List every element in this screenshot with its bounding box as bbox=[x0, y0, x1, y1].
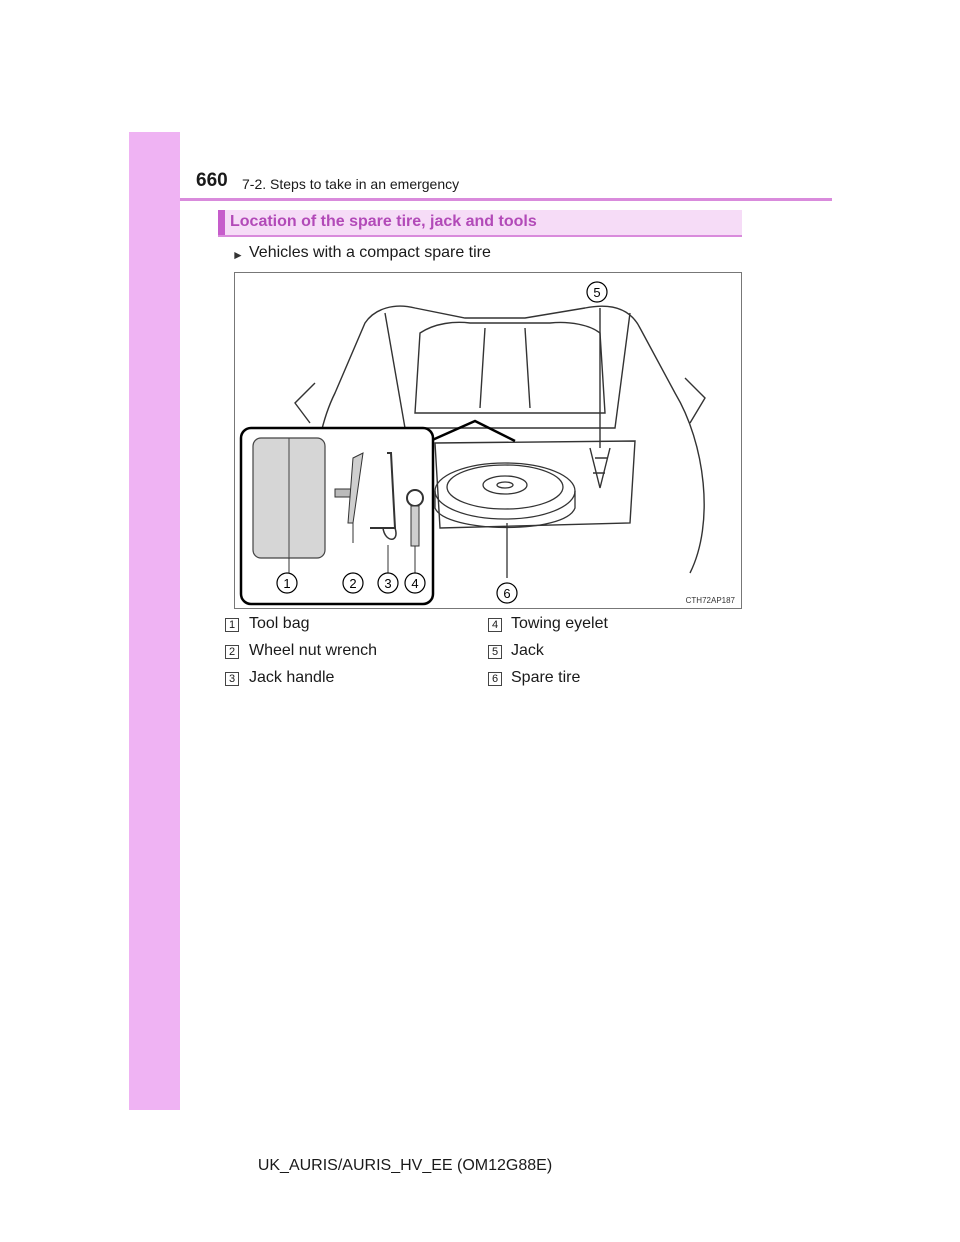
callout-5: 5 bbox=[593, 285, 600, 300]
shelf-center bbox=[480, 328, 530, 408]
page-number: 660 bbox=[196, 170, 228, 192]
bullet-arrow-icon: ► bbox=[232, 248, 244, 262]
chapter-side-tab bbox=[129, 132, 180, 1110]
legend-label-spare-tire: Spare tire bbox=[511, 669, 580, 687]
legend-label-jack-handle: Jack handle bbox=[249, 669, 334, 687]
spare-tire-illustration: 1 2 3 4 5 6 CTH72AP187 bbox=[234, 272, 742, 609]
legend-label-jack: Jack bbox=[511, 642, 544, 660]
legend-number-3: 3 bbox=[225, 672, 239, 686]
legend-label-towing-eyelet: Towing eyelet bbox=[511, 615, 608, 633]
legend-number-1: 1 bbox=[225, 618, 239, 632]
running-head: 7-2. Steps to take in an emergency bbox=[242, 176, 459, 192]
rear-shelf bbox=[415, 322, 605, 413]
left-mirror bbox=[295, 383, 315, 423]
figure-code: CTH72AP187 bbox=[686, 596, 735, 605]
legend-label-tool-bag: Tool bag bbox=[249, 615, 310, 633]
jack-drawing bbox=[590, 448, 610, 488]
section-heading-rule bbox=[218, 235, 742, 237]
legend-label-wheel-nut-wrench: Wheel nut wrench bbox=[249, 642, 377, 660]
callout-1: 1 bbox=[283, 576, 290, 591]
legend-number-4: 4 bbox=[488, 618, 502, 632]
callout-2: 2 bbox=[349, 576, 356, 591]
page-footer: UK_AURIS/AURIS_HV_EE (OM12G88E) bbox=[0, 1157, 960, 1175]
bullet-text: Vehicles with a compact spare tire bbox=[249, 244, 491, 262]
right-mirror bbox=[685, 378, 705, 423]
spare-tire-drawing bbox=[435, 463, 575, 578]
legend-number-6: 6 bbox=[488, 672, 502, 686]
section-title: Location of the spare tire, jack and too… bbox=[230, 213, 537, 231]
header-rule bbox=[180, 198, 832, 201]
cargo-floor bbox=[435, 441, 635, 528]
hatch-opening bbox=[385, 313, 630, 428]
legend-number-5: 5 bbox=[488, 645, 502, 659]
callout-4: 4 bbox=[411, 576, 418, 591]
callout-6: 6 bbox=[503, 586, 510, 601]
legend-number-2: 2 bbox=[225, 645, 239, 659]
trunk-drawing: 1 2 3 4 5 6 bbox=[235, 273, 743, 610]
callout-3: 3 bbox=[384, 576, 391, 591]
